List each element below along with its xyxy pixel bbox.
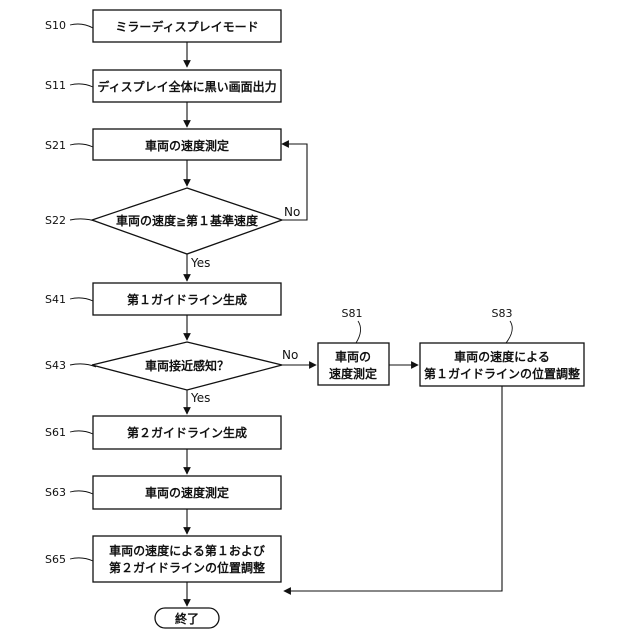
leader-s83 — [506, 321, 512, 343]
end-terminal: 終了 — [155, 608, 219, 628]
s65-text-line1: 車両の速度による第１および — [109, 543, 266, 558]
leader-s21 — [70, 144, 93, 147]
leader-s11 — [70, 84, 93, 87]
step-s41: 第１ガイドライン生成 — [93, 283, 281, 315]
s41-text: 第１ガイドライン生成 — [127, 292, 247, 307]
s22-text: 車両の速度≧第１基準速度 — [116, 213, 259, 228]
label-s11: S11 — [45, 79, 66, 92]
arrow-s83-merge — [284, 386, 502, 591]
label-s61: S61 — [45, 426, 66, 439]
label-s10: S10 — [45, 19, 66, 32]
end-text: 終了 — [175, 611, 199, 626]
label-s65: S65 — [45, 553, 66, 566]
s43-no-label: No — [282, 348, 298, 362]
label-s43: S43 — [45, 359, 66, 372]
s65-box — [93, 536, 281, 582]
label-s41: S41 — [45, 293, 66, 306]
step-s61: 第２ガイドライン生成 — [93, 416, 281, 449]
step-s83: 車両の速度による 第１ガイドラインの位置調整 — [420, 343, 584, 386]
s63-text: 車両の速度測定 — [145, 485, 229, 500]
step-s43: 車両接近感知？ No Yes — [92, 342, 298, 405]
s11-text: ディスプレイ全体に黒い画面出力 — [97, 79, 276, 94]
s81-text-line1: 車両の — [335, 349, 371, 364]
s10-text: ミラーディスプレイモード — [115, 19, 258, 34]
label-s22: S22 — [45, 214, 66, 227]
label-s21: S21 — [45, 139, 66, 152]
s22-yes-label: Yes — [190, 256, 210, 270]
s61-text: 第２ガイドライン生成 — [127, 425, 247, 440]
connectors — [187, 42, 502, 606]
leader-s63 — [70, 491, 93, 494]
leader-s65 — [70, 558, 93, 561]
s43-yes-label: Yes — [190, 391, 210, 405]
s43-text: 車両接近感知？ — [145, 358, 229, 373]
label-s81: S81 — [342, 307, 363, 320]
step-s10: ミラーディスプレイモード — [93, 10, 281, 42]
label-s63: S63 — [45, 486, 66, 499]
step-s63: 車両の速度測定 — [93, 476, 281, 509]
s22-no-label: No — [284, 205, 300, 219]
leader-s41 — [70, 298, 93, 301]
leader-s10 — [70, 24, 93, 28]
s21-text: 車両の速度測定 — [145, 138, 229, 153]
s81-text-line2: 速度測定 — [329, 366, 377, 381]
step-s11: ディスプレイ全体に黒い画面出力 — [93, 70, 281, 102]
step-s22: 車両の速度≧第１基準速度 No Yes — [92, 188, 300, 270]
step-s81: 車両の 速度測定 — [318, 343, 389, 385]
s83-text-line2: 第１ガイドラインの位置調整 — [424, 366, 580, 381]
s65-text-line2: 第２ガイドラインの位置調整 — [109, 560, 265, 575]
step-s65: 車両の速度による第１および 第２ガイドラインの位置調整 — [93, 536, 281, 582]
label-s83: S83 — [492, 307, 513, 320]
leader-s81 — [356, 321, 361, 343]
step-s21: 車両の速度測定 — [93, 129, 281, 160]
s83-text-line1: 車両の速度による — [454, 349, 550, 364]
leader-s61 — [70, 431, 93, 434]
